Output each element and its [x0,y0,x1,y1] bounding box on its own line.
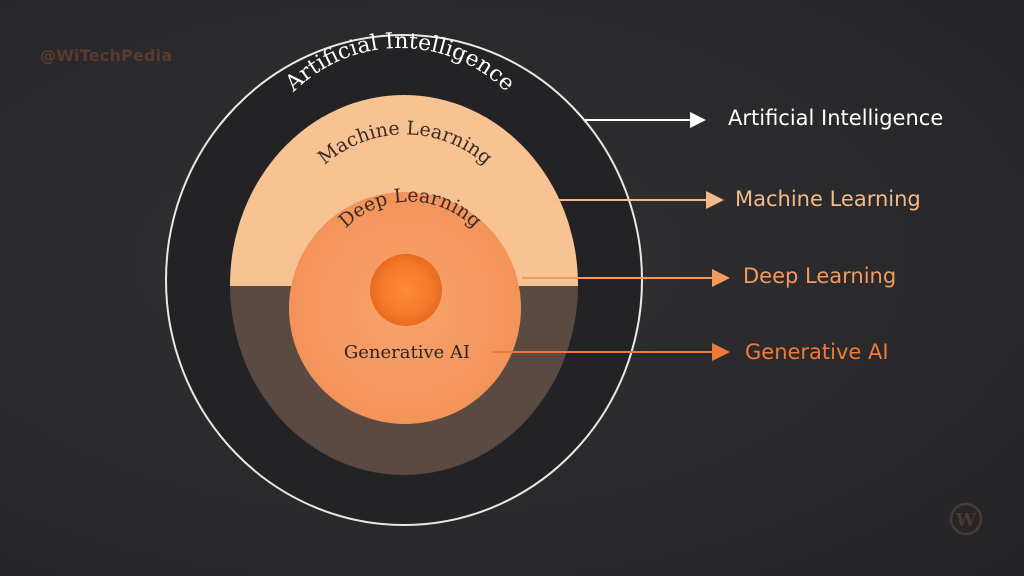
svg-text:W: W [955,510,977,531]
witechpedia-logo-icon: W [949,502,983,536]
dl-side-label: Deep Learning [743,264,897,288]
ai-arrow [585,112,706,128]
gen-arrow [492,343,730,361]
watermark: @WiTechPedia [40,46,173,65]
gen-ring-label: Generative AI [344,342,470,363]
ml-side-label: Machine Learning [735,187,921,211]
gen-side-label: Generative AI [745,340,889,364]
ai-side-label: Artificial Intelligence [728,106,944,130]
dl-arrow [522,269,730,287]
core-circle [370,254,442,326]
ml-arrow [556,191,724,209]
